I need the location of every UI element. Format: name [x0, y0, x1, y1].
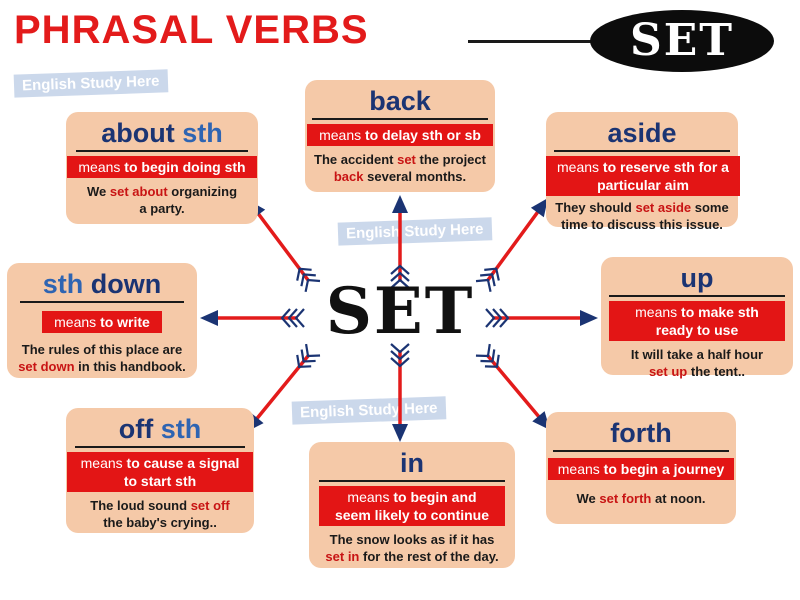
- heading-underline: [609, 295, 785, 297]
- definition-bar: means to write: [42, 311, 162, 333]
- card-up: up means to make sth ready to use It wil…: [601, 257, 793, 379]
- definition-bar: means to delay sth or sb: [307, 124, 493, 146]
- arrow-in: [390, 343, 410, 442]
- heading-underline: [20, 301, 184, 303]
- heading-underline: [76, 150, 248, 152]
- example-sentence: We set forth at noon.: [576, 491, 706, 506]
- card-heading: sth down: [42, 269, 162, 299]
- card-back: back means to delay sth or sb The accide…: [305, 80, 495, 192]
- arrow-head: [532, 411, 550, 430]
- arrow-fletching: [304, 278, 321, 293]
- arrow-head: [530, 198, 548, 218]
- arrow-fletching: [390, 343, 410, 354]
- example-sentence: The snow looks as if it has set in for t…: [325, 532, 499, 564]
- arrow-head: [392, 424, 408, 442]
- example-sentence: The rules of this place are set down in …: [18, 342, 186, 374]
- card-heading: aside: [607, 118, 677, 148]
- arrow-fletching: [390, 350, 410, 361]
- arrow-fletching: [390, 264, 410, 275]
- card-heading: about sth: [101, 118, 223, 148]
- arrow-fletching: [499, 308, 510, 328]
- card-heading: back: [369, 86, 431, 116]
- arrow-head: [392, 195, 408, 213]
- arrow-fletching: [480, 349, 496, 363]
- arrow-up: [485, 308, 598, 328]
- arrow-fletching: [485, 308, 496, 328]
- arrow-fletching: [300, 349, 316, 363]
- arrow-forth: [475, 343, 550, 430]
- arrow-fletching: [475, 343, 491, 358]
- definition-bar: means to make sth ready to use: [609, 301, 785, 341]
- definition-bar: means to begin and seem likely to contin…: [319, 486, 505, 526]
- heading-underline: [553, 450, 729, 452]
- title-verb-badge: SET: [590, 10, 774, 72]
- card-aside: aside means to reserve sth for a particu…: [546, 112, 740, 232]
- example-sentence: We set about organizing a party.: [86, 184, 238, 216]
- arrow-fletching: [484, 354, 500, 368]
- arrow-fletching: [390, 271, 410, 282]
- arrow-fletching: [475, 278, 492, 293]
- center-verb: SET: [325, 274, 475, 349]
- arrow-fletching: [300, 273, 316, 287]
- card-heading: off sth: [118, 414, 202, 444]
- arrow-down: [200, 308, 305, 328]
- card-sth-down: sth down means to write The rules of thi…: [7, 263, 197, 378]
- card-off-sth: off sth means to cause a signal to start…: [66, 408, 254, 533]
- arrow-fletching: [390, 357, 410, 368]
- arrow-fletching: [296, 267, 312, 281]
- definition-bar: means to cause a signal to start sth: [67, 452, 253, 492]
- heading-underline: [554, 150, 730, 152]
- card-forth: forth means to begin a journey We set fo…: [546, 412, 736, 524]
- arrow-fletching: [287, 308, 298, 328]
- card-about-sth: about sth means to begin doing sth We se…: [66, 112, 258, 224]
- example-sentence: They should set aside some time to discu…: [555, 200, 729, 232]
- example-sentence: It will take a half hour set up the tent…: [630, 347, 764, 379]
- example-sentence: The accident set the project back severa…: [314, 152, 486, 184]
- card-in: in means to begin and seem likely to con…: [309, 442, 515, 568]
- arrow-fletching: [296, 354, 312, 368]
- arrow-fletching: [390, 278, 410, 289]
- arrow-back: [390, 195, 410, 289]
- page-title: PHRASAL VERBS: [14, 8, 369, 52]
- heading-underline: [75, 446, 245, 448]
- arrow-fletching: [304, 343, 321, 358]
- example-sentence: The loud sound set off the baby's crying…: [90, 498, 230, 530]
- arrow-off: [246, 343, 321, 432]
- card-heading: in: [400, 448, 424, 478]
- arrow-fletching: [480, 273, 496, 287]
- arrow-head: [200, 310, 218, 326]
- arrow-fletching: [280, 308, 291, 328]
- arrow-shaft: [486, 354, 543, 422]
- arrow-fletching: [294, 308, 305, 328]
- heading-underline: [312, 118, 488, 120]
- definition-bar: means to reserve sth for a particular ai…: [546, 156, 740, 196]
- title-connector-line: [468, 40, 592, 43]
- card-heading: up: [680, 263, 714, 293]
- arrow-fletching: [492, 308, 503, 328]
- heading-underline: [319, 480, 505, 482]
- arrow-head: [580, 310, 598, 326]
- definition-bar: means to begin a journey: [548, 458, 734, 480]
- card-heading: forth: [610, 418, 672, 448]
- arrow-fletching: [484, 267, 500, 281]
- definition-bar: means to begin doing sth: [67, 156, 257, 178]
- arrow-aside: [475, 198, 548, 293]
